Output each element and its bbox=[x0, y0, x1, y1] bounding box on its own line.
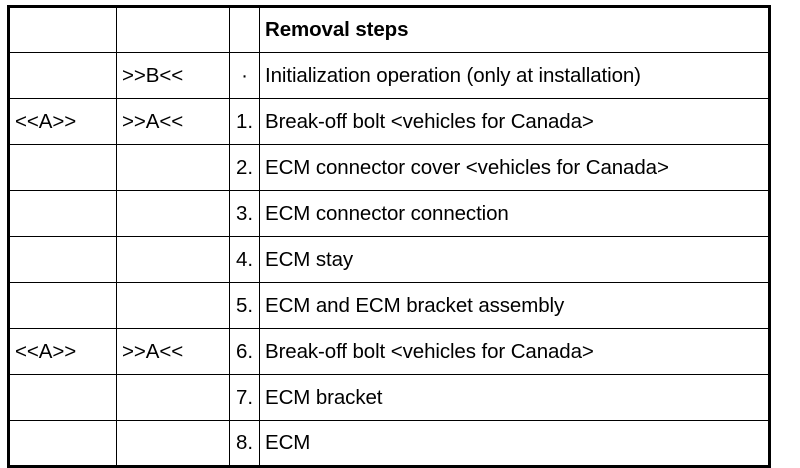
table-row: 7.ECM bracket bbox=[8, 374, 770, 421]
cell-empty bbox=[116, 374, 230, 421]
table-body: Removal steps>>B<<·Initialization operat… bbox=[8, 6, 770, 467]
cell-empty bbox=[116, 420, 230, 467]
cell-step-number: 4. bbox=[229, 236, 260, 283]
cell-empty bbox=[8, 374, 117, 421]
cell-step-description: Initialization operation (only at instal… bbox=[259, 52, 770, 99]
cell-step-description: ECM bbox=[259, 420, 770, 467]
table-row: <<A>>>>A<<1.Break-off bolt <vehicles for… bbox=[8, 98, 770, 145]
cell-reference-a: <<A>> bbox=[8, 98, 117, 145]
cell-empty bbox=[8, 144, 117, 191]
cell-step-number: 3. bbox=[229, 190, 260, 237]
cell-step-description: ECM connector cover <vehicles for Canada… bbox=[259, 144, 770, 191]
table-row: <<A>>>>A<<6.Break-off bolt <vehicles for… bbox=[8, 328, 770, 375]
cell-reference-b: >>A<< bbox=[116, 98, 230, 145]
table-row: 4.ECM stay bbox=[8, 236, 770, 283]
table-header-row: Removal steps bbox=[8, 6, 770, 53]
cell-empty bbox=[8, 52, 117, 99]
cell-step-description: ECM connector connection bbox=[259, 190, 770, 237]
cell-step-description: Break-off bolt <vehicles for Canada> bbox=[259, 98, 770, 145]
cell-step-number: 2. bbox=[229, 144, 260, 191]
table-row: 3.ECM connector connection bbox=[8, 190, 770, 237]
cell-reference-b: >>A<< bbox=[116, 328, 230, 375]
cell-empty bbox=[116, 6, 230, 53]
cell-empty bbox=[8, 236, 117, 283]
cell-empty bbox=[8, 190, 117, 237]
cell-reference-a: <<A>> bbox=[8, 328, 117, 375]
cell-bullet-marker: · bbox=[229, 52, 260, 99]
cell-step-number: 5. bbox=[229, 282, 260, 329]
removal-steps-table: Removal steps>>B<<·Initialization operat… bbox=[7, 5, 771, 468]
table-row: 2.ECM connector cover <vehicles for Cana… bbox=[8, 144, 770, 191]
cell-empty bbox=[8, 6, 117, 53]
cell-empty bbox=[8, 282, 117, 329]
cell-step-number: 7. bbox=[229, 374, 260, 421]
cell-empty bbox=[116, 282, 230, 329]
cell-step-description: ECM stay bbox=[259, 236, 770, 283]
cell-empty bbox=[8, 420, 117, 467]
cell-reference-b: >>B<< bbox=[116, 52, 230, 99]
cell-step-description: ECM and ECM bracket assembly bbox=[259, 282, 770, 329]
table-row: >>B<<·Initialization operation (only at … bbox=[8, 52, 770, 99]
cell-step-number: 8. bbox=[229, 420, 260, 467]
cell-step-description: ECM bracket bbox=[259, 374, 770, 421]
cell-empty bbox=[116, 236, 230, 283]
cell-step-number: 1. bbox=[229, 98, 260, 145]
page-canvas: Removal steps>>B<<·Initialization operat… bbox=[7, 5, 771, 468]
cell-empty bbox=[229, 6, 260, 53]
cell-step-number: 6. bbox=[229, 328, 260, 375]
table-row: 5.ECM and ECM bracket assembly bbox=[8, 282, 770, 329]
cell-empty bbox=[116, 190, 230, 237]
cell-empty bbox=[116, 144, 230, 191]
column-header-removal-steps: Removal steps bbox=[259, 6, 770, 53]
table-row: 8.ECM bbox=[8, 420, 770, 467]
cell-step-description: Break-off bolt <vehicles for Canada> bbox=[259, 328, 770, 375]
